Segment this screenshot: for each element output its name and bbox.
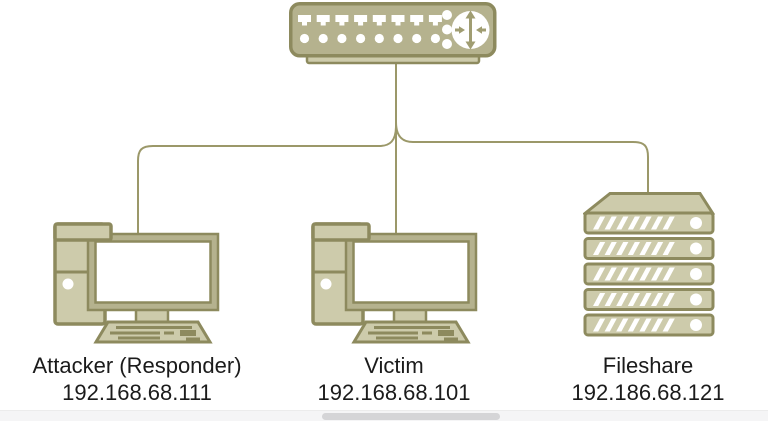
desktop-computer-icon-attacker: [53, 222, 220, 344]
label-attacker: Attacker (Responder) 192.168.68.111: [32, 352, 241, 406]
desktop-computer-icon-victim: [311, 222, 478, 344]
horizontal-scrollbar-track[interactable]: [0, 410, 768, 421]
wire-switch-to-attacker: [137, 125, 397, 235]
device-name: Attacker (Responder): [32, 353, 242, 378]
wire-switch-to-fileshare: [395, 121, 649, 196]
device-ip: 192.168.68.111: [62, 380, 212, 405]
horizontal-scrollbar-thumb[interactable]: [322, 413, 500, 420]
device-name: Victim: [364, 353, 424, 378]
device-ip: 192.168.68.101: [317, 380, 471, 405]
network-switch-icon: [289, 2, 497, 65]
device-name: Fileshare: [602, 353, 694, 378]
label-fileshare: Fileshare 192.186.68.121: [572, 352, 725, 406]
server-rack-icon-fileshare: [583, 191, 715, 337]
label-victim: Victim 192.168.68.101: [318, 352, 471, 406]
device-ip: 192.186.68.121: [571, 380, 725, 405]
